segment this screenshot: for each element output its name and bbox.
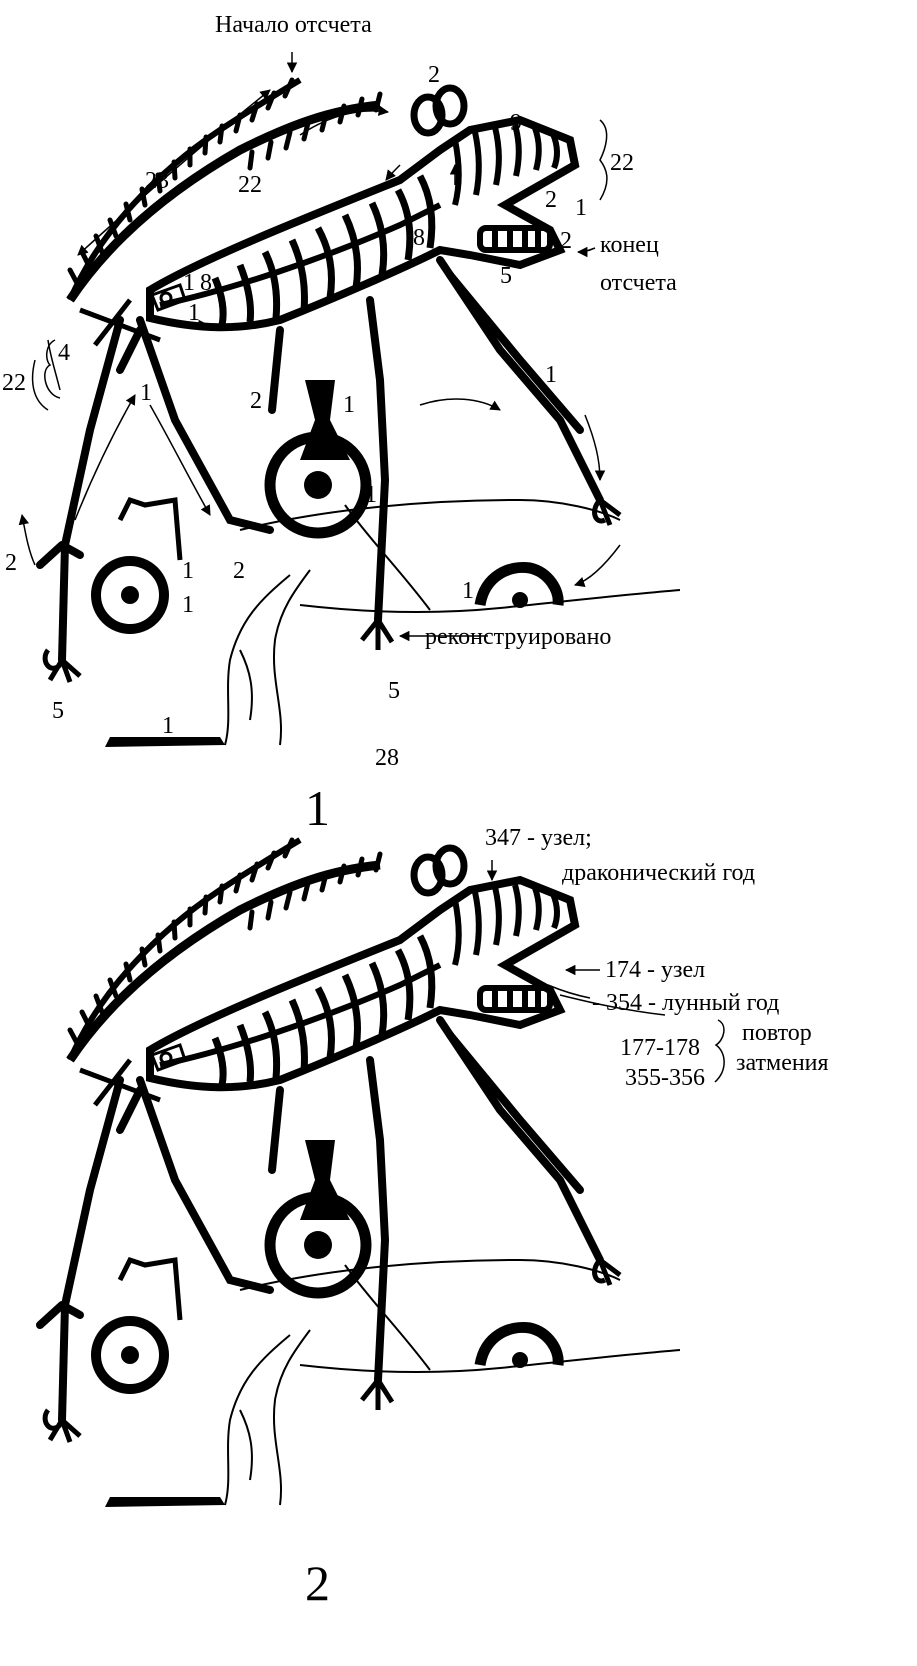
count-mid-leg-one: 1 <box>343 392 355 418</box>
count-upper-jaw: 2 <box>545 187 557 213</box>
reconstructed-label: реконструировано <box>425 624 611 650</box>
eclipse-values-2: 355-356 <box>625 1065 705 1091</box>
count-left-foot-two: 2 <box>5 550 17 576</box>
count-spine-left: 23 <box>145 168 169 194</box>
count-left-foot-five: 5 <box>52 698 64 724</box>
count-left-bracket-outer: 22 <box>2 370 26 396</box>
node-174-label: 174 - узел <box>605 957 705 983</box>
count-jaw-one: 1 <box>575 195 587 221</box>
count-small-sun-one-b: 1 <box>182 592 194 618</box>
count-lower-teeth: 2 <box>560 228 572 254</box>
count-body-eight: 8 <box>200 270 212 296</box>
count-lower-arc-one: 1 <box>462 578 474 604</box>
count-ears: 2 <box>428 62 440 88</box>
count-lower-jaw: 5 <box>500 263 512 289</box>
node-347-label: 347 - узел; <box>485 825 592 851</box>
eclipse-values-1: 177-178 <box>620 1035 700 1061</box>
panel2-figure <box>40 840 680 1507</box>
draconic-year-label: драконический год <box>562 860 755 886</box>
count-body-one-b: 1 <box>188 300 200 326</box>
panel1-number: 1 <box>305 780 330 836</box>
count-mid-leg-two: 2 <box>250 388 262 414</box>
count-bottom-bar: 1 <box>162 713 174 739</box>
eclipse-label-2: затмения <box>736 1050 829 1076</box>
panel2-number: 2 <box>305 1555 330 1611</box>
count-neck: 8 <box>413 225 425 251</box>
end-label-line2: отсчета <box>600 270 677 296</box>
count-left-bracket-inner: 4 <box>58 340 70 366</box>
count-center-leg-two: 2 <box>233 558 245 584</box>
count-reconstructed-foot: 5 <box>388 678 400 704</box>
count-head-right: 22 <box>610 150 634 176</box>
count-head-top: 9 <box>510 110 522 136</box>
end-label-line1: конец <box>600 232 659 258</box>
count-small-sun-one-a: 1 <box>182 558 194 584</box>
count-spine-right: 22 <box>238 172 262 198</box>
start-label: Начало отсчета <box>215 12 372 38</box>
count-bottom-total: 28 <box>375 745 399 771</box>
count-hind-claw: 1 <box>365 482 377 508</box>
count-body-one-a: 1 <box>183 270 195 296</box>
eclipse-label-1: повтор <box>742 1020 812 1046</box>
count-hind-leg-one: 1 <box>545 362 557 388</box>
lunar-year-label: - 354 - лунный год <box>592 990 779 1016</box>
count-front-leg-top: 1 <box>140 380 152 406</box>
